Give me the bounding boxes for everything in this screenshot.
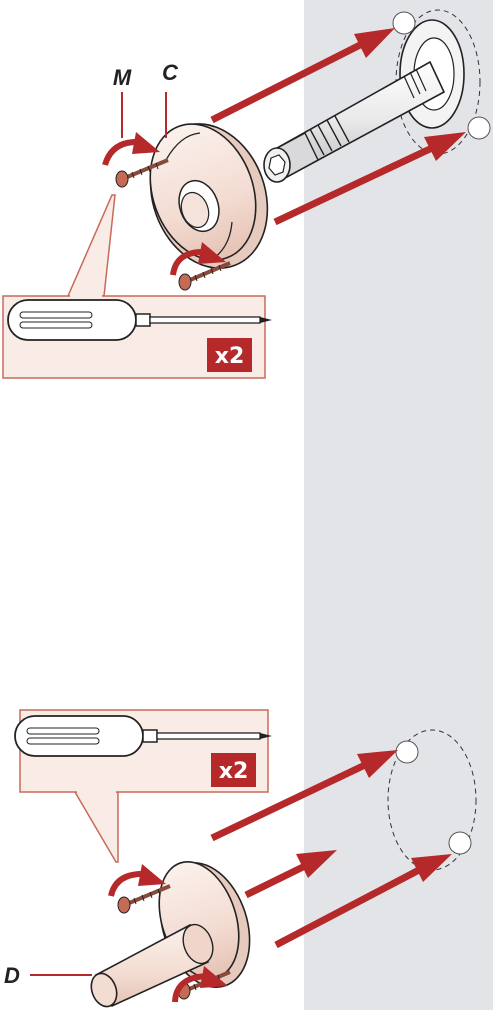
wall-hole-marker	[393, 12, 415, 34]
wall-hole-marker	[449, 832, 471, 854]
screw-icon	[179, 263, 230, 290]
bracket-d	[87, 851, 265, 1010]
wall-hole-marker	[396, 741, 418, 763]
label-c: C	[162, 60, 179, 85]
wall-hole-marker	[468, 117, 490, 139]
callout-pointer-bottom	[75, 792, 118, 862]
callout-pointer-top	[68, 195, 115, 296]
quantity-text-bottom: x2	[219, 759, 249, 784]
quantity-text-top: x2	[215, 344, 245, 369]
label-d: D	[4, 963, 20, 988]
label-m: M	[113, 65, 132, 90]
